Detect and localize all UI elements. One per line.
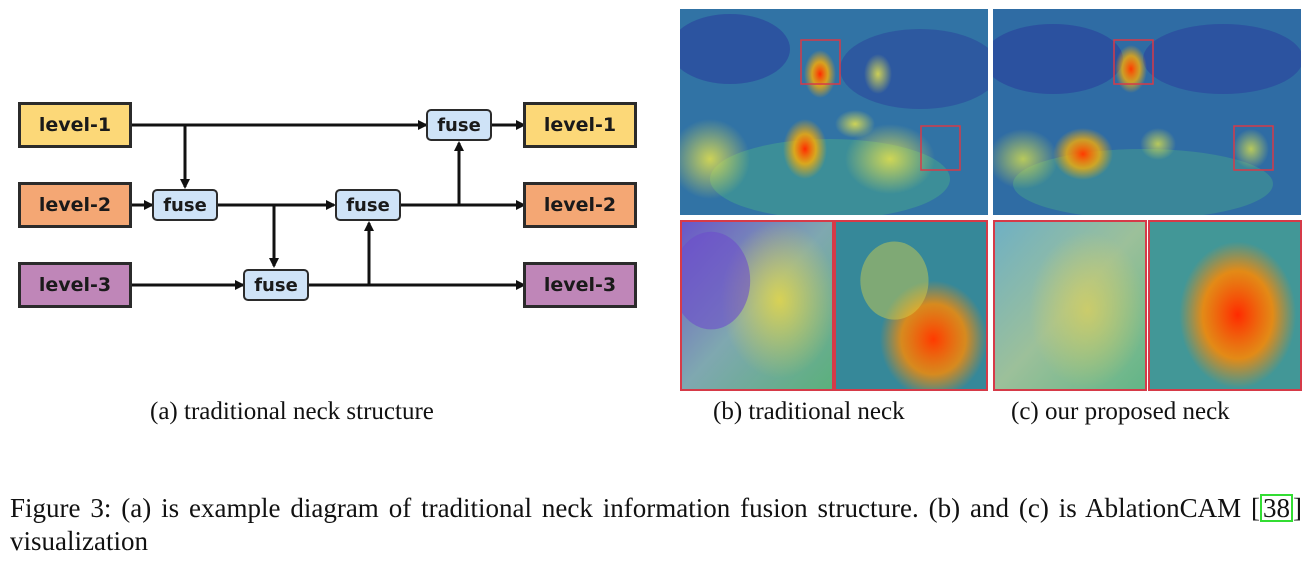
output-level-3: level-3 [523, 262, 637, 308]
heatmap-traditional-crowd [680, 9, 988, 215]
caption-b: (b) traditional neck [713, 398, 905, 425]
caption-c: (c) our proposed neck [1011, 398, 1230, 425]
diagram-connectors [132, 120, 526, 290]
crop-proposed-body [1148, 220, 1302, 391]
citation-link[interactable]: 38 [1260, 494, 1293, 522]
figure-caption-text: Figure 3: (a) is example diagram of trad… [10, 493, 1260, 523]
fuse-node-1: fuse [152, 189, 218, 221]
fuse-node-3: fuse [335, 189, 401, 221]
figure-caption-suffix: ] visualization [10, 493, 1302, 556]
figure-caption: Figure 3: (a) is example diagram of trad… [10, 492, 1302, 558]
neck-diagram: level-1 level-2 level-3 level-1 level-2 … [0, 0, 660, 400]
input-level-2: level-2 [18, 182, 132, 228]
input-level-1: level-1 [18, 102, 132, 148]
output-level-2: level-2 [523, 182, 637, 228]
output-level-1: level-1 [523, 102, 637, 148]
crop-traditional-body [834, 220, 988, 391]
input-level-3: level-3 [18, 262, 132, 308]
fuse-node-2: fuse [243, 269, 309, 301]
heatmap-proposed-crowd [993, 9, 1301, 215]
crop-proposed-face [993, 220, 1147, 391]
fuse-node-4: fuse [426, 109, 492, 141]
caption-a: (a) traditional neck structure [150, 398, 434, 425]
crop-traditional-face [680, 220, 834, 391]
